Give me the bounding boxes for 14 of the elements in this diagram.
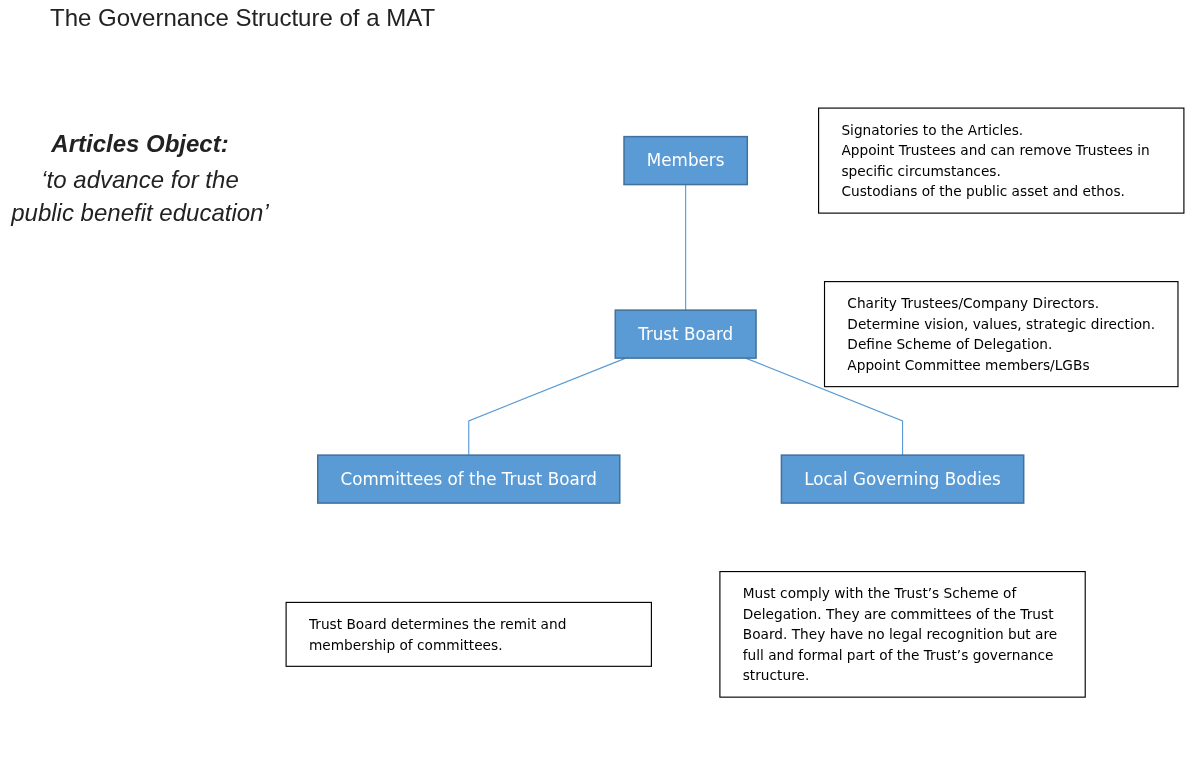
title: The Governance Structure of a MAT [50,4,436,32]
connector [685,183,687,311]
node-box: Members [623,135,749,186]
node-box: Local Governing Bodies [780,454,1025,504]
heading-note: Articles Object: [50,129,230,159]
node-box: Must comply with the Trust’s Scheme of Delegation. They are committees of the Trust Board. They have no legal recognition but are full and formal part of the Trust’s governance structure. [719,570,1086,698]
connector [468,357,627,456]
node-box: Committees of the Trust Board [317,454,621,504]
quote-note: ‘to advance for the public benefit education’ [10,164,270,229]
node-box: Trust Board [614,309,757,359]
node-box: Trust Board determines the remit and membership of committees. [285,601,652,667]
node-box: Charity Trustees/Company Directors. Determine vision, values, strategic direction. Define Scheme of Delegation. Appoint Committee members/LGBs [823,280,1179,388]
connector [745,357,904,456]
node-box: Signatories to the Articles. Appoint Trustees and can remove Trustees in specific circumstances. Custodians of the public asset and ethos. [818,107,1185,214]
